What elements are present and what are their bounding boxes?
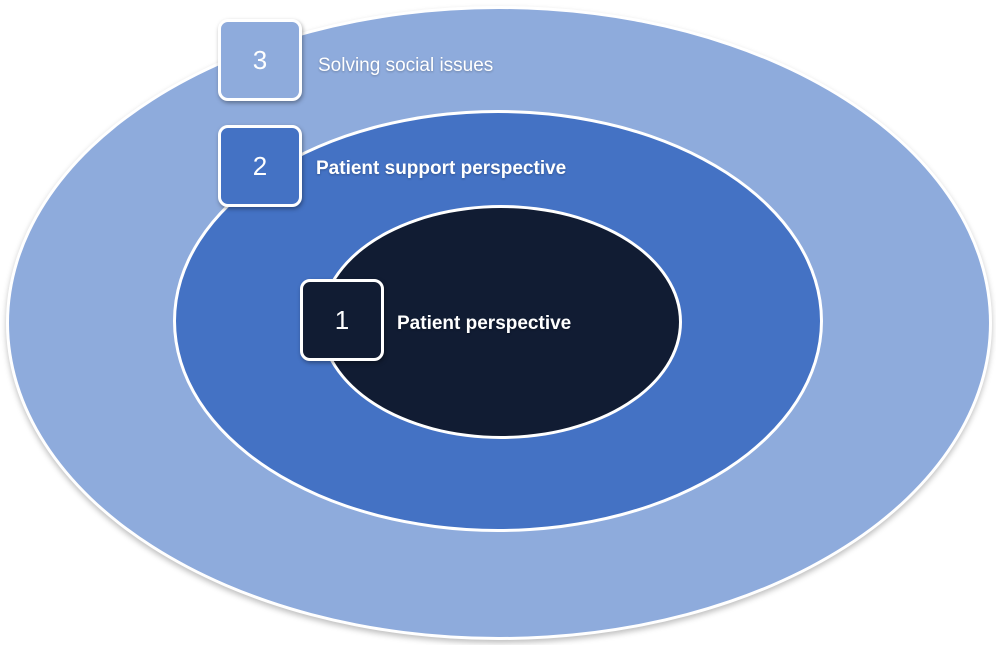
- level-3-label: Solving social issues: [318, 55, 494, 76]
- level-2-number-badge: 2: [218, 125, 302, 207]
- level-2-label: Patient support perspective: [316, 158, 567, 179]
- level-1-number-badge: 1: [300, 279, 384, 361]
- level-1-label: Patient perspective: [397, 313, 572, 334]
- level-3-number-badge: 3: [218, 19, 302, 101]
